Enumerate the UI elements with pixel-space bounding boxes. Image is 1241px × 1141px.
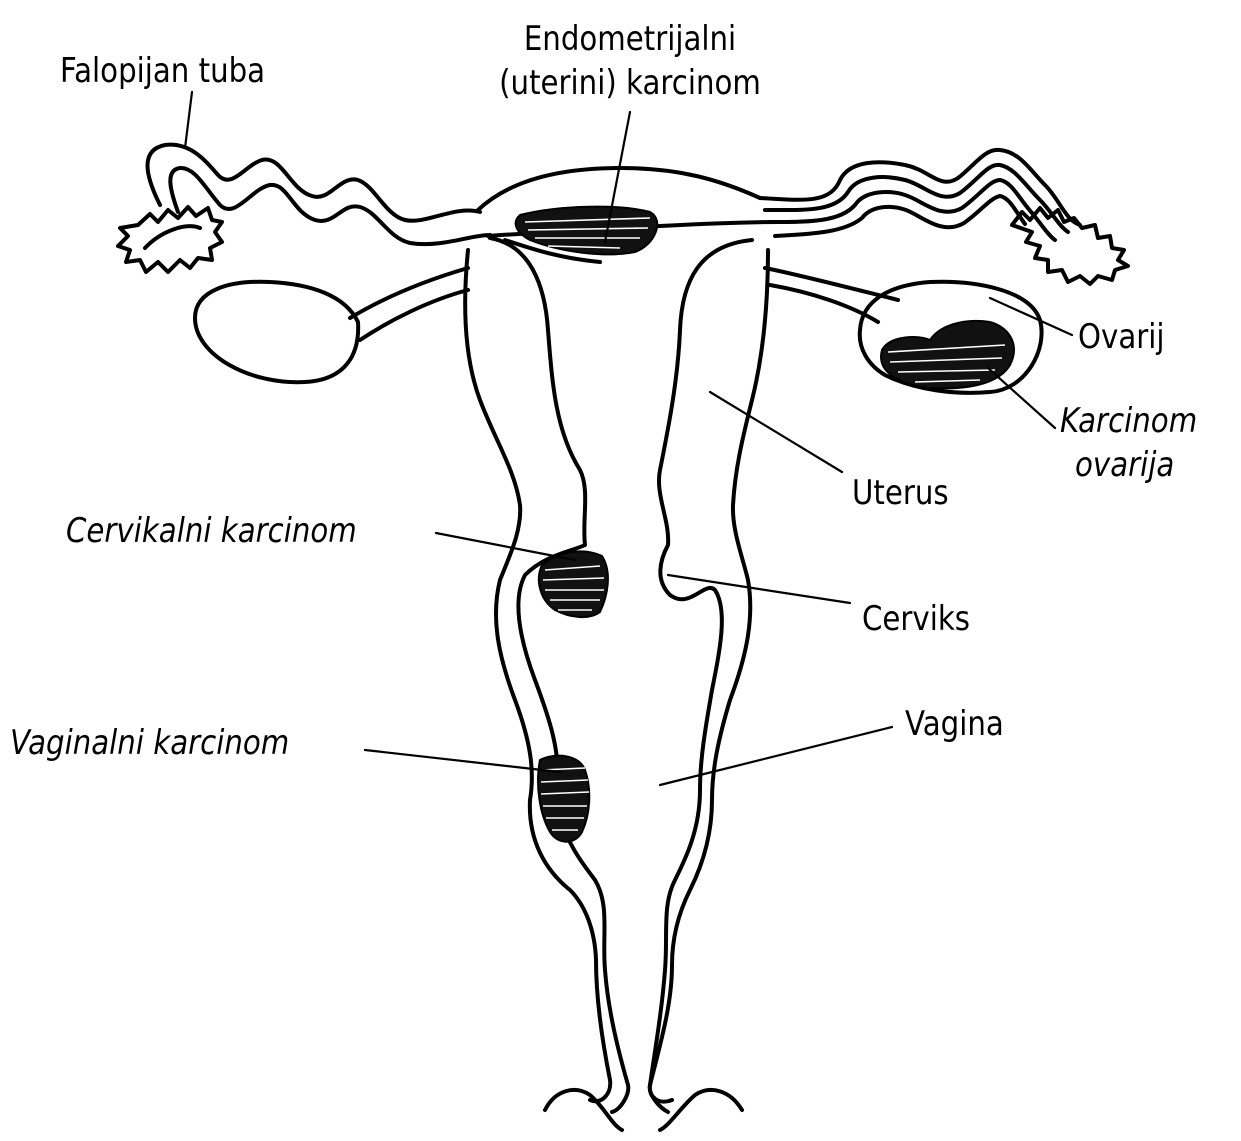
leader-cervical-ca [436,533,575,560]
right-fallopian-tube-4 [775,196,1025,236]
label-cervix: Cerviks [862,600,970,638]
left-ovarian-ligament-lower [360,290,468,340]
right-labia [660,1090,742,1130]
left-ovary [195,282,358,382]
left-fimbriae [118,207,222,272]
right-ovarian-ligament [765,268,898,300]
left-labia [545,1090,622,1130]
right-fimbriae [1012,208,1128,284]
vaginal-tumor [538,756,589,842]
leader-fallopian [185,92,192,148]
label-endometrial-line2: (uterini) karcinom [467,64,794,102]
left-fimbriae-inner [145,226,200,248]
label-uterus: Uterus [852,474,949,512]
label-cervical-cancer: Cervikalni karcinom [66,512,357,550]
left-fallopian-tube-lower [170,168,490,244]
label-ovarian-cancer-line2: ovarija [1075,446,1174,484]
label-endometrial-line1: Endometrijalni [501,20,759,58]
uterus-right-wall [650,250,768,1102]
label-fallopian-tube: Falopijan tuba [60,52,265,90]
label-vagina: Vagina [905,705,1004,743]
label-vaginal-cancer: Vaginalni karcinom [10,724,289,762]
ovarian-tumor [881,321,1014,389]
leader-uterus [710,392,842,472]
label-ovary: Ovarij [1078,318,1165,356]
uterine-cavity-left [490,238,628,1112]
left-fallopian-tube-upper [148,145,481,221]
cervical-tumor [539,551,608,617]
leader-cervix [668,575,850,603]
uterus-left-wall [465,250,610,1101]
leader-vagina [660,727,892,785]
endometrial-tumor [516,207,658,255]
label-ovarian-cancer-line1: Karcinom [1060,402,1197,440]
